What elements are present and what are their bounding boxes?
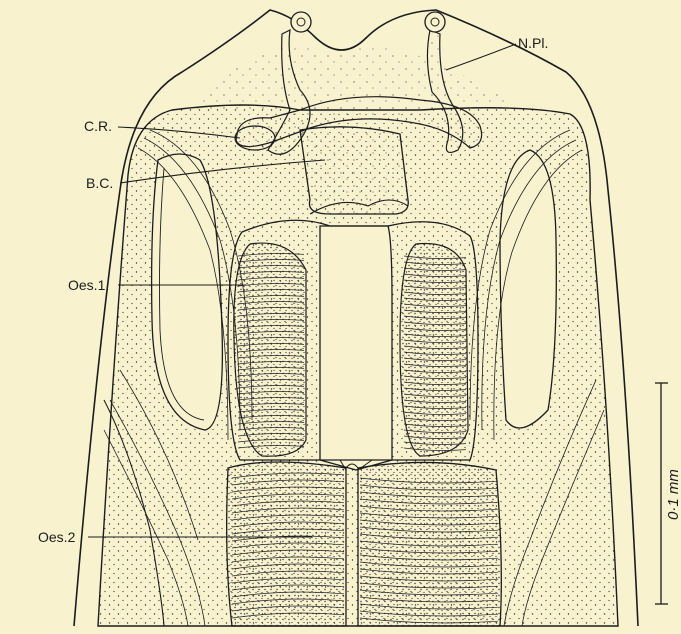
label-npl: N.Pl. xyxy=(518,35,548,51)
label-oes2: Oes.2 xyxy=(38,529,76,545)
buccal-capsule xyxy=(300,127,408,214)
central-canal xyxy=(320,226,392,470)
scale-bar-label: 0·1 mm xyxy=(665,469,681,520)
oes1-lobe-right xyxy=(400,244,468,456)
label-bc: B.C. xyxy=(86,175,113,191)
label-cr: C.R. xyxy=(84,118,112,134)
lateral-chamber-right xyxy=(500,150,556,428)
label-oes1: Oes.1. xyxy=(68,277,109,293)
